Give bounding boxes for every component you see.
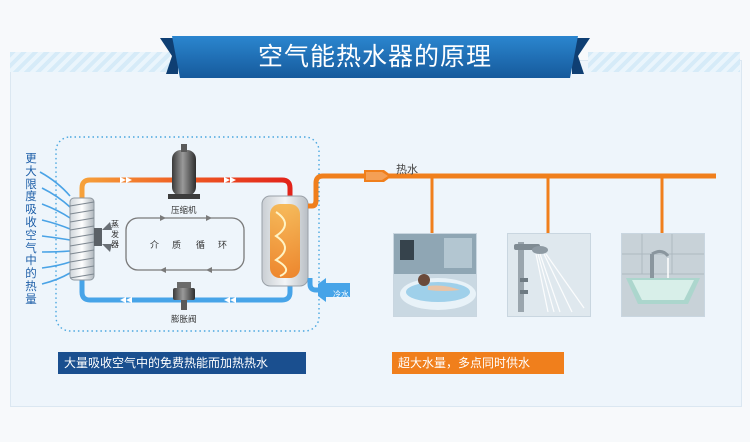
shower-photo	[507, 233, 591, 317]
expansion-valve-label: 膨胀阀	[171, 315, 197, 325]
cycle-char-3: 循	[196, 241, 206, 251]
air-flow-arrows	[39, 171, 71, 285]
cold-water-inlet	[307, 278, 350, 293]
evaporator-label: 蒸发器	[111, 220, 119, 249]
hot-water-arrow	[364, 170, 392, 182]
cold-water-tag	[326, 283, 350, 297]
bathtub-photo	[393, 233, 477, 317]
media-cycle-loop	[125, 217, 245, 271]
hot-water-label: 热水	[396, 163, 418, 176]
title-stripe-right	[588, 52, 740, 72]
evaporator-coil	[69, 197, 112, 281]
water-tank	[261, 195, 309, 287]
cold-water-label: 冷水	[333, 290, 349, 299]
expansion-valve	[173, 282, 195, 310]
caption-large-volume: 超大水量，多点同时供水	[392, 352, 564, 374]
title-banner	[160, 36, 590, 78]
system-boundary	[55, 136, 320, 332]
compressor-label: 压缩机	[171, 206, 197, 216]
title-stripe-left	[10, 52, 170, 72]
cycle-char-4: 环	[218, 241, 228, 251]
caption-free-heat: 大量吸收空气中的免费热能而加热热水	[58, 352, 306, 374]
hot-water-pipe	[308, 173, 716, 209]
sink-photo	[621, 233, 705, 317]
cycle-char-1: 介	[150, 241, 160, 251]
banner-title: 空气能热水器的原理	[257, 42, 492, 71]
air-absorption-text: 更大限度吸收空气中的热量	[25, 151, 37, 306]
cycle-char-2: 质	[172, 241, 182, 251]
compressor	[168, 144, 200, 199]
supply-branches	[430, 178, 664, 234]
diagram-panel	[10, 60, 742, 407]
